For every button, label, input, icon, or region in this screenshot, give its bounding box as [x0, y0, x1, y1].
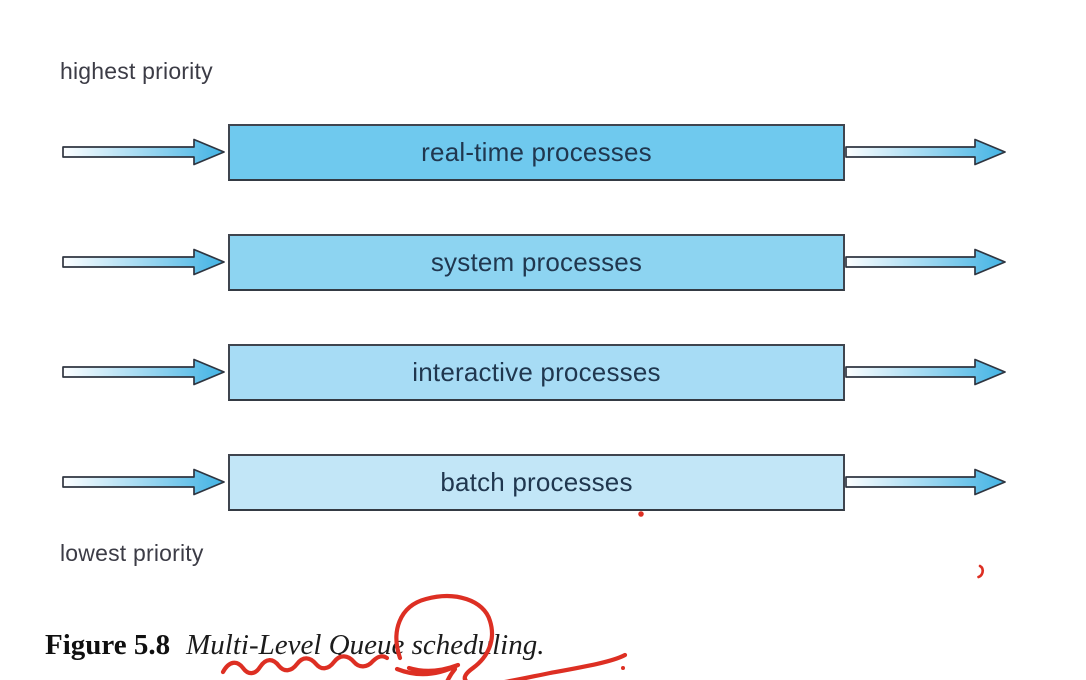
queue-label: system processes [430, 247, 643, 277]
inflow-arrow-icon [62, 138, 225, 166]
red-tick-mark [977, 564, 985, 579]
queue-label: real-time processes [421, 137, 652, 167]
figure-caption: Figure 5.8 Multi-Level Queue scheduling. [45, 629, 545, 662]
outflow-arrow-icon [845, 138, 1006, 166]
red-circle-bottom-stroke [394, 662, 461, 677]
figure-caption-text: Multi-Level Queue scheduling. [186, 629, 545, 661]
queue-box-interactive: interactive processes [228, 344, 845, 401]
queue-box-realtime: real-time processes [228, 124, 845, 181]
inflow-arrow-icon [62, 248, 225, 276]
outflow-arrow-icon [845, 248, 1006, 276]
lowest-priority-label: lowest priority [60, 540, 204, 566]
outflow-arrow-icon [845, 468, 1006, 496]
figure-number: Figure 5.8 [45, 629, 171, 661]
queue-box-batch: batch processes [228, 454, 845, 511]
highest-priority-label: highest priority [60, 58, 213, 84]
queue-label: batch processes [440, 467, 633, 497]
inflow-arrow-icon [62, 468, 225, 496]
queue-box-system: system processes [228, 234, 845, 291]
inflow-arrow-icon [62, 358, 225, 386]
queue-label: interactive processes [412, 357, 661, 387]
red-circle-tail [445, 666, 458, 680]
outflow-arrow-icon [845, 358, 1006, 386]
